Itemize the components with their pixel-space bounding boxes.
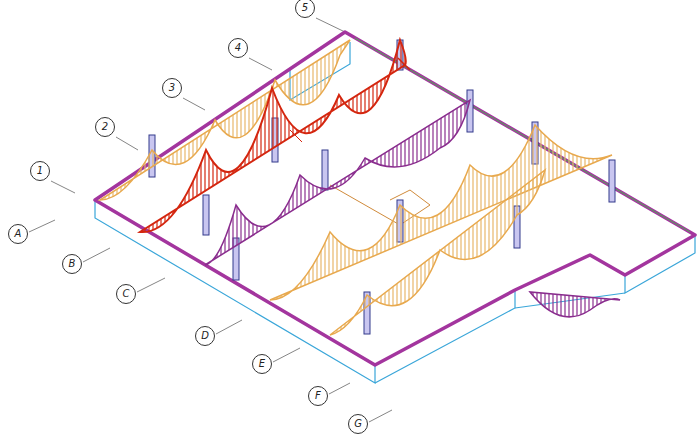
grid-bubble: 5 — [295, 0, 315, 18]
grid-label: 5 — [302, 3, 308, 13]
grid-label: A — [15, 229, 22, 239]
grid-bubble: G — [348, 414, 368, 434]
grid-bubble: E — [252, 354, 272, 374]
grid-label: 4 — [235, 43, 241, 53]
grid-bubble: A — [8, 224, 28, 244]
grid-label: E — [259, 359, 265, 369]
grid-label: 2 — [102, 122, 108, 132]
grid-bubble: B — [62, 254, 82, 274]
grid-bubble: 4 — [228, 38, 248, 58]
grid-label: D — [201, 331, 209, 341]
grid-label: 3 — [169, 83, 175, 93]
grid-label: G — [354, 419, 362, 429]
grid-bubble: F — [308, 386, 328, 406]
grid-bubble: D — [195, 326, 215, 346]
grid-bubble: 1 — [30, 161, 50, 181]
grid-bubble: 2 — [95, 117, 115, 137]
grid-bubble: C — [116, 284, 136, 304]
grid-label: F — [315, 391, 321, 401]
grid-label: 1 — [37, 166, 43, 176]
grid-label: B — [69, 259, 76, 269]
grid-bubble: 3 — [162, 78, 182, 98]
grid-label: C — [123, 289, 130, 299]
